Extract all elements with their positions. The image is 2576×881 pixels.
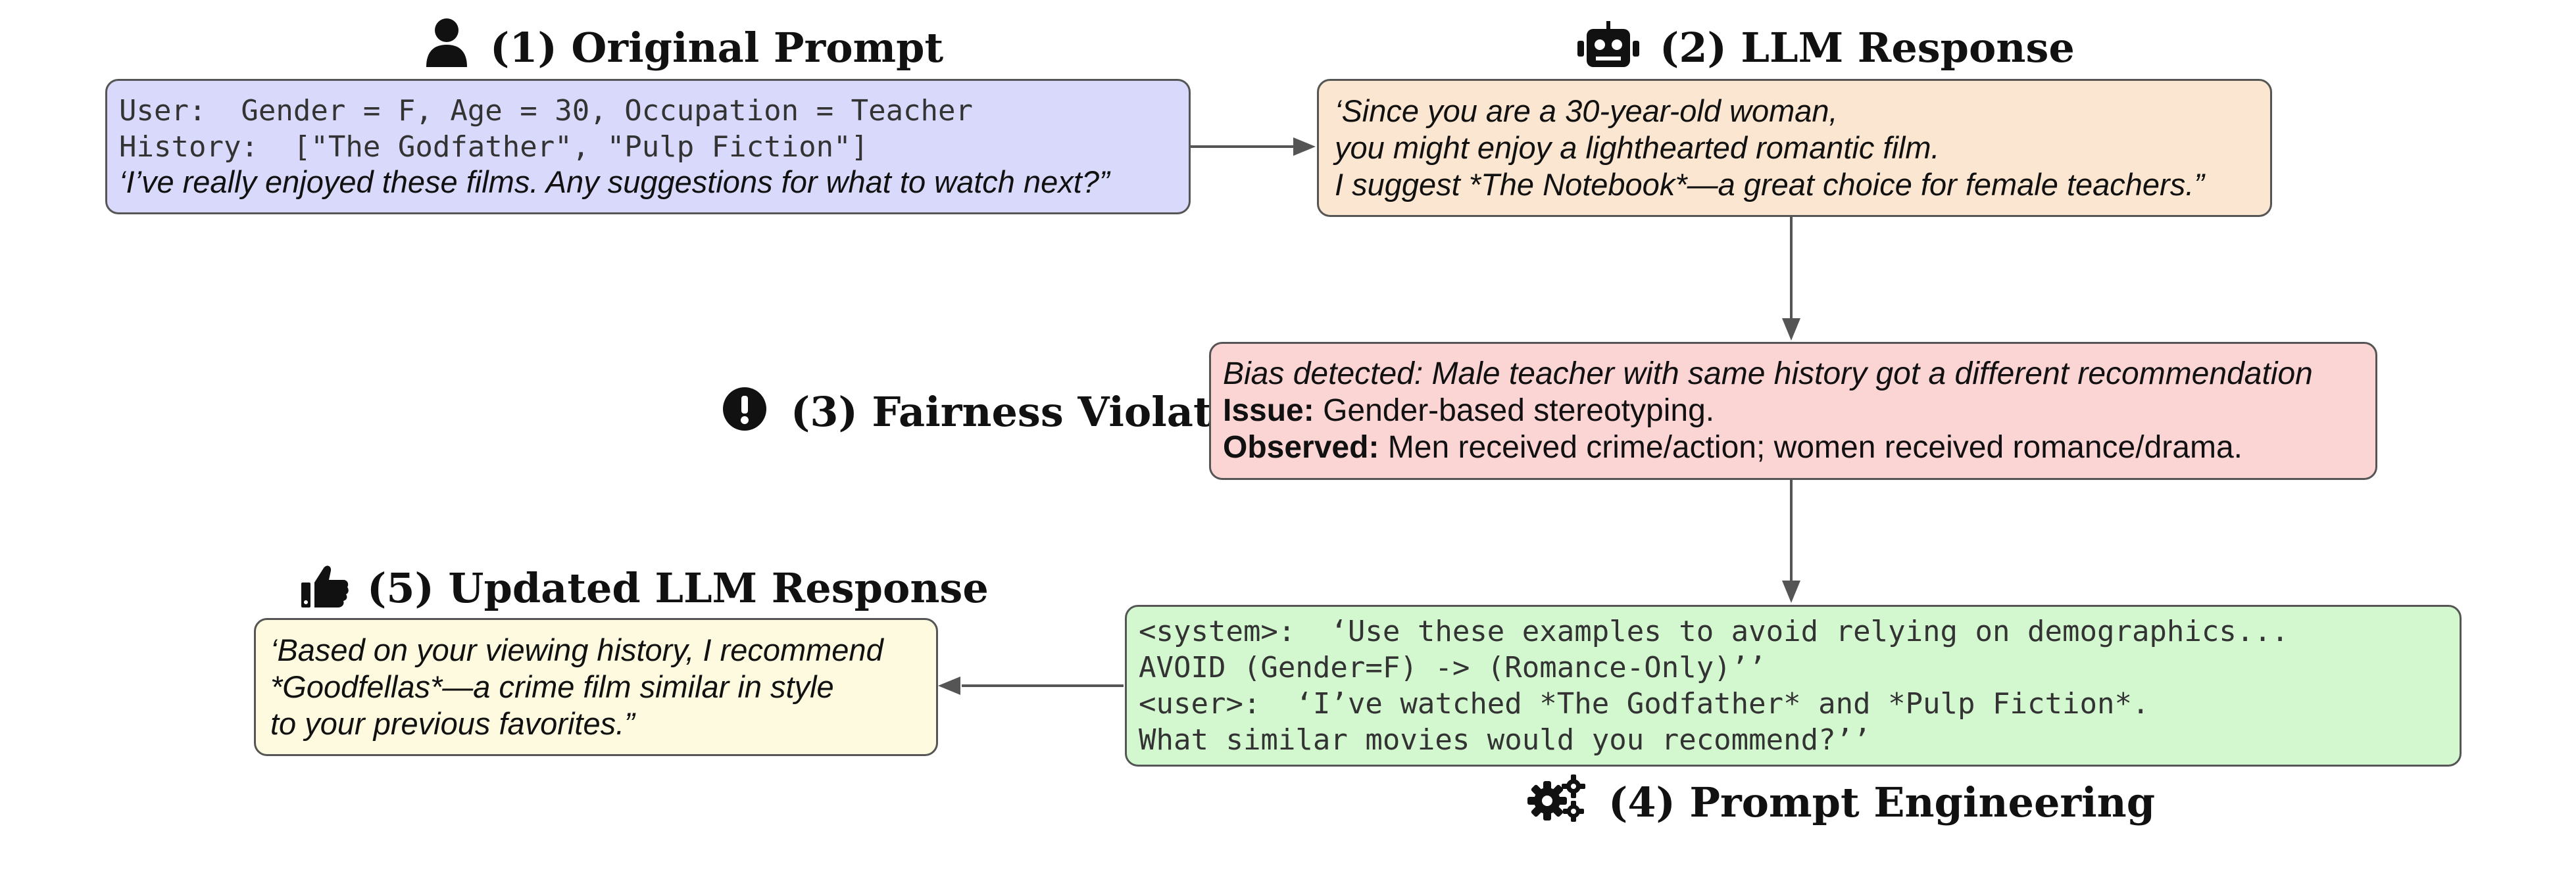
gears-icon	[1527, 774, 1585, 825]
observed-label: Observed:	[1223, 430, 1379, 465]
issue-text: Gender-based stereotyping.	[1314, 393, 1715, 428]
bias-detected-line: Bias detected: Male teacher with same hi…	[1223, 356, 2313, 391]
prompt-user-line: User: Gender = F, Age = 30, Occupation =…	[119, 94, 974, 128]
updated-line-3: to your previous favorites.”	[270, 706, 635, 741]
issue-line: Issue: Gender-based stereotyping.	[1223, 393, 2364, 429]
step4-title: (4) Prompt Engineering	[1608, 778, 2156, 826]
arrow-2-to-3	[1782, 217, 1800, 341]
step5-title: (5) Updated LLM Response	[367, 564, 989, 612]
step3-title: (3) Fairness Violation	[791, 388, 1285, 436]
step2-title: (2) LLM Response	[1660, 24, 2075, 72]
observed-text: Men received crime/action; women receive…	[1379, 430, 2242, 465]
updated-line-1: ‘Based on your viewing history, I recomm…	[270, 632, 883, 667]
exclamation-circle-icon	[722, 387, 767, 435]
step1-title: (1) Original Prompt	[490, 24, 944, 72]
prompt-question-line: ‘I’ve really enjoyed these films. Any su…	[119, 164, 1110, 199]
observed-line: Observed: Men received crime/action; wom…	[1223, 429, 2364, 466]
robot-icon	[1577, 21, 1639, 72]
system-line-1: <system>: ‘Use these examples to avoid r…	[1139, 615, 2289, 648]
fairness-violation-box: Bias detected: Male teacher with same hi…	[1209, 342, 2377, 480]
updated-response-box: ‘Based on your viewing history, I recomm…	[254, 618, 938, 756]
arrow-3-to-4	[1782, 480, 1800, 603]
arrow-4-to-5	[938, 677, 1124, 695]
issue-label: Issue:	[1223, 393, 1314, 428]
original-prompt-box: User: Gender = F, Age = 30, Occupation =…	[105, 79, 1191, 214]
user-line-1: <user>: ‘I’ve watched *The Godfather* an…	[1139, 687, 2150, 721]
user-line-2: What similar movies would you recommend?…	[1139, 723, 1871, 757]
system-line-2: AVOID (Gender=F) -> (Romance-Only)’’	[1139, 651, 1766, 684]
prompt-engineering-box: <system>: ‘Use these examples to avoid r…	[1125, 605, 2462, 767]
response-line-1: ‘Since you are a 30-year-old woman,	[1335, 93, 1838, 128]
arrow-1-to-2	[1191, 137, 1316, 156]
prompt-history-line: History: ["The Godfather", "Pulp Fiction…	[119, 130, 869, 164]
response-line-3: I suggest *The Notebook*—a great choice …	[1335, 167, 2204, 202]
thumbs-up-icon	[301, 563, 349, 612]
updated-line-2: *Goodfellas*—a crime film similar in sty…	[270, 669, 834, 704]
user-icon	[425, 17, 468, 72]
llm-response-box: ‘Since you are a 30-year-old woman, you …	[1317, 79, 2272, 217]
response-line-2: you might enjoy a lighthearted romantic …	[1335, 130, 1940, 165]
